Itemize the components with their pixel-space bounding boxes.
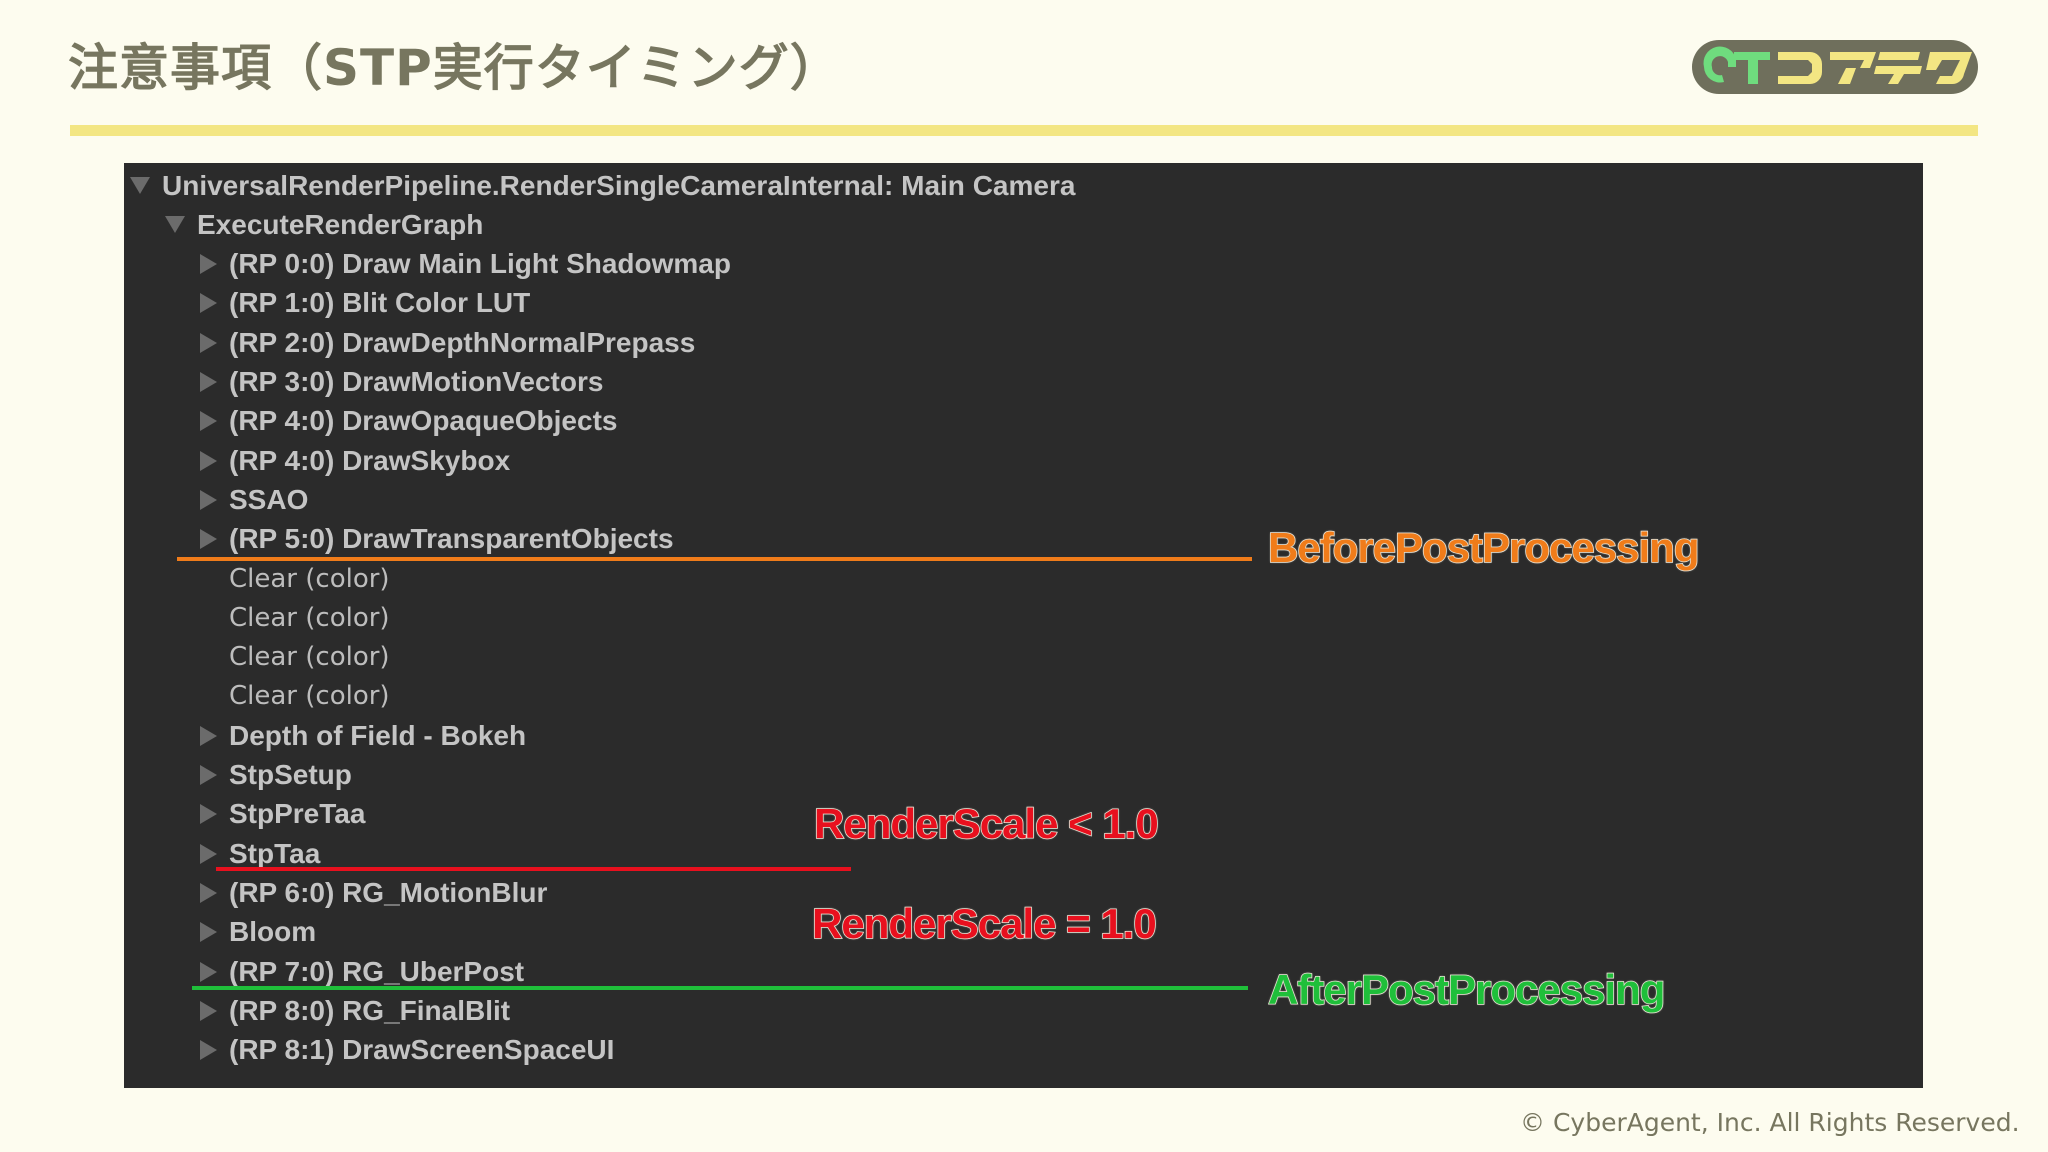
tree-row-label: SSAO [229, 483, 309, 515]
tree-row[interactable]: (RP 5:0) DrawTransparentObjects [200, 520, 674, 559]
tree-row-label: (RP 2:0) DrawDepthNormalPrepass [229, 326, 696, 358]
collapsed-triangle-icon[interactable] [200, 411, 217, 432]
title-underline [70, 125, 1978, 136]
tree-row-label: (RP 1:0) Blit Color LUT [229, 287, 531, 319]
collapsed-triangle-icon[interactable] [200, 1000, 217, 1021]
tree-row-label: (RP 0:0) Draw Main Light Shadowmap [229, 248, 731, 280]
after-post-processing-label: AfterPostProcessing [1267, 965, 1666, 1014]
tree-row-label: (RP 8:0) RG_FinalBlit [229, 994, 511, 1026]
expanded-triangle-icon[interactable] [165, 216, 185, 234]
collapsed-triangle-icon[interactable] [200, 332, 217, 353]
tree-row-label: (RP 3:0) DrawMotionVectors [229, 366, 604, 397]
tree-row-label: ExecuteRenderGraph [197, 208, 484, 240]
tree-row[interactable]: StpSetup [200, 756, 352, 795]
tree-row-label: UniversalRenderPipeline.RenderSingleCame… [162, 169, 1076, 201]
tree-row-label: Bloom [229, 916, 317, 948]
tree-row[interactable]: Clear (color) [200, 677, 390, 716]
tree-row[interactable]: (RP 1:0) Blit Color LUT [200, 284, 530, 323]
collapsed-triangle-icon[interactable] [200, 489, 217, 510]
tree-row[interactable]: Clear (color) [200, 638, 390, 677]
tree-row-label: (RP 4:0) DrawSkybox [229, 444, 511, 476]
tree-row-label: Clear (color) [229, 681, 390, 712]
tree-row-label: (RP 8:1) DrawScreenSpaceUI [229, 1034, 615, 1066]
tree-row-label: (RP 7:0) RG_UberPost [229, 955, 525, 987]
tree-row[interactable]: (RP 6:0) RG_MotionBlur [200, 873, 547, 912]
collapsed-triangle-icon[interactable] [200, 529, 217, 550]
collapsed-triangle-icon[interactable] [200, 254, 217, 275]
collapsed-triangle-icon[interactable] [200, 804, 217, 825]
tree-row-label: Clear (color) [229, 642, 390, 673]
tree-row-label: StpPreTaa [229, 798, 366, 830]
tree-row[interactable]: (RP 0:0) Draw Main Light Shadowmap [200, 245, 731, 284]
tree-row-label: Depth of Field - Bokeh [229, 719, 527, 751]
render-scale-less-label: RenderScale < 1.0 [813, 799, 1159, 848]
tree-row[interactable]: (RP 8:1) DrawScreenSpaceUI [200, 1031, 614, 1070]
tree-row-label: Clear (color) [229, 563, 390, 594]
collapsed-triangle-icon[interactable] [200, 882, 217, 903]
tree-row[interactable]: Clear (color) [200, 598, 390, 637]
tree-row[interactable]: (RP 2:0) DrawDepthNormalPrepass [200, 323, 695, 362]
collapsed-triangle-icon[interactable] [200, 293, 217, 314]
tree-row[interactable]: Depth of Field - Bokeh [200, 716, 526, 755]
tree-row-label: StpSetup [229, 759, 352, 790]
tree-row[interactable]: Bloom [200, 913, 316, 952]
tree-row-label: StpTaa [229, 837, 321, 869]
render-scale-equal-label: RenderScale = 1.0 [811, 899, 1157, 948]
tree-row-label: Clear (color) [229, 602, 390, 633]
tree-row-label: (RP 5:0) DrawTransparentObjects [229, 523, 674, 555]
tree-row[interactable]: Clear (color) [200, 559, 390, 598]
collapsed-triangle-icon[interactable] [200, 725, 217, 746]
after-post-processing-line [192, 986, 1248, 990]
before-post-processing-line [177, 557, 1252, 561]
collapsed-triangle-icon[interactable] [200, 922, 217, 943]
slide-title: 注意事項（STP実行タイミング） [68, 39, 841, 97]
collapsed-triangle-icon[interactable] [200, 843, 217, 864]
expanded-triangle-icon[interactable] [130, 177, 150, 194]
cyberagent-coretech-logo [1692, 40, 1978, 94]
tree-row[interactable]: StpPreTaa [200, 795, 365, 834]
tree-row-label: (RP 4:0) DrawOpaqueObjects [229, 405, 618, 437]
collapsed-triangle-icon[interactable] [200, 765, 217, 785]
copyright: © CyberAgent, Inc. All Rights Reserved. [1520, 1108, 2020, 1137]
tree-row[interactable]: (RP 4:0) DrawOpaqueObjects [200, 402, 617, 441]
tree-row[interactable]: (RP 7:0) RG_UberPost [200, 952, 524, 991]
render-scale-line [216, 867, 851, 871]
collapsed-triangle-icon[interactable] [200, 1040, 217, 1061]
frame-debugger-tree: UniversalRenderPipeline.RenderSingleCame… [124, 163, 1923, 1088]
tree-row[interactable]: (RP 3:0) DrawMotionVectors [200, 363, 603, 402]
tree-row[interactable]: SSAO [200, 480, 308, 519]
before-post-processing-label: BeforePostProcessing [1267, 523, 1700, 572]
tree-row[interactable]: StpTaa [200, 834, 320, 873]
tree-row[interactable]: ExecuteRenderGraph [165, 205, 483, 244]
tree-row[interactable]: (RP 8:0) RG_FinalBlit [200, 991, 510, 1030]
tree-row[interactable]: UniversalRenderPipeline.RenderSingleCame… [130, 166, 1075, 205]
collapsed-triangle-icon[interactable] [200, 961, 217, 982]
tree-row-label: (RP 6:0) RG_MotionBlur [229, 876, 548, 908]
collapsed-triangle-icon[interactable] [200, 450, 217, 471]
collapsed-triangle-icon[interactable] [200, 372, 217, 392]
tree-row[interactable]: (RP 4:0) DrawSkybox [200, 441, 510, 480]
